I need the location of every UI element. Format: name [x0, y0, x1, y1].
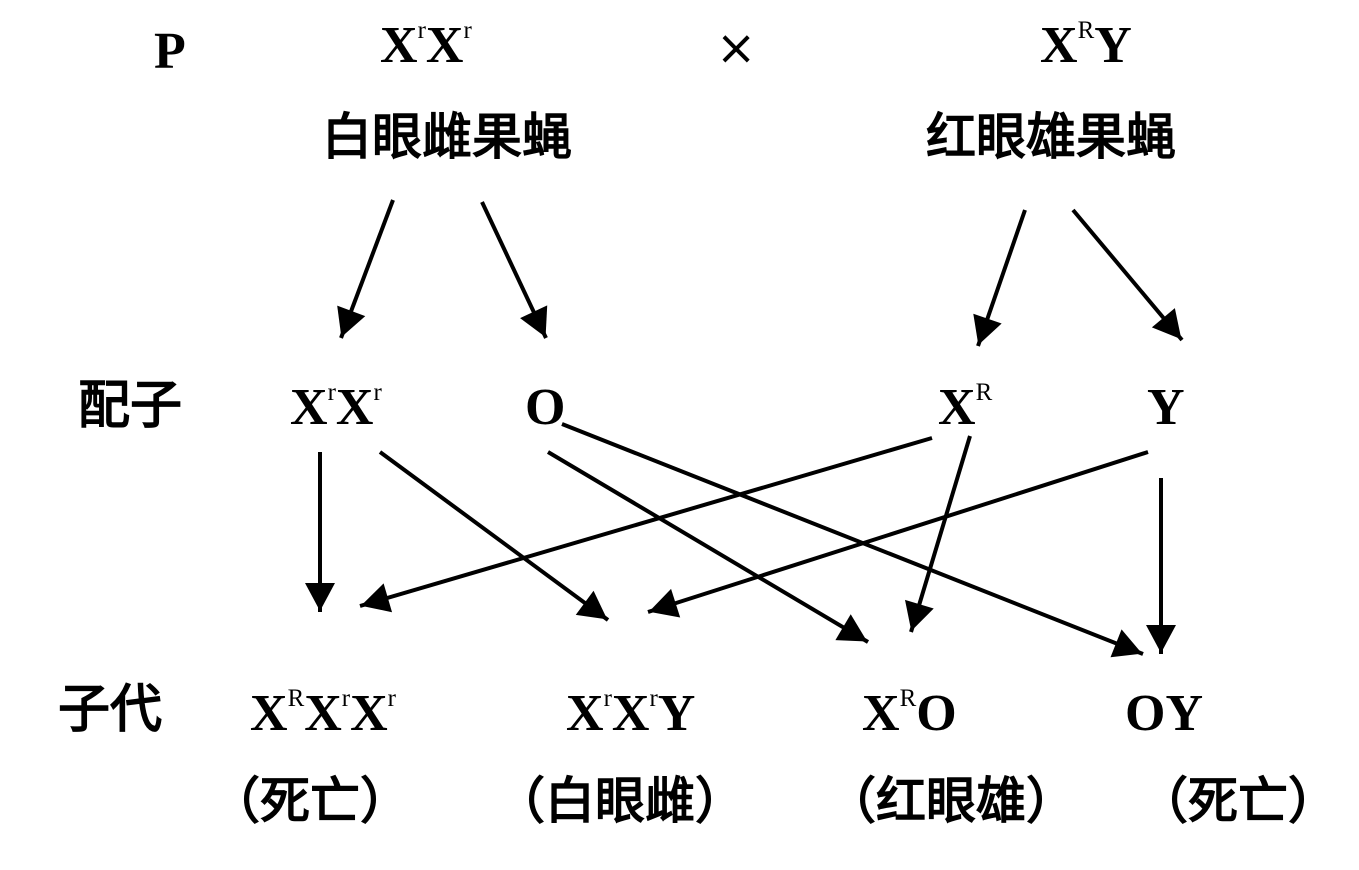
- arrow-gametes-female_2-to-offspring-3: [561, 422, 1144, 658]
- allele-superscript: r: [463, 17, 472, 45]
- allele-base: Y: [1165, 685, 1204, 742]
- generation-label-gametes: 配子: [78, 375, 183, 436]
- allele-base: X: [611, 685, 650, 742]
- allele-base: X: [380, 17, 418, 74]
- allele-superscript: r: [387, 685, 396, 713]
- generation-label-offspring: 子代: [58, 679, 163, 740]
- allele-superscript: R: [975, 379, 993, 407]
- allele-base: O: [1125, 685, 1166, 742]
- offspring-note-3: （红眼雄）: [826, 771, 1076, 830]
- arrow-parents-male-to-gametes-male_2: [1071, 208, 1184, 342]
- gamete-female-2: O: [525, 382, 565, 434]
- allele-base: Y: [1147, 379, 1185, 436]
- allele-base: O: [916, 685, 957, 742]
- allele-base: X: [350, 685, 388, 742]
- allele-base: X: [425, 17, 464, 74]
- male-parent-genotype: XRY: [1040, 17, 1132, 74]
- allele-base: O: [525, 379, 566, 436]
- arrow-gametes-male_2-to-offspring-1: [647, 450, 1149, 618]
- allele-base: Y: [657, 685, 696, 742]
- offspring-genotype-2: XrXrY: [566, 685, 696, 742]
- arrow-parents-male-to-gametes-male_1: [973, 209, 1027, 347]
- allele-base: X: [335, 379, 374, 436]
- arrow-parents-female-to-gametes-female_1: [337, 199, 395, 339]
- offspring-genotype-1: XRXrXr: [250, 685, 396, 742]
- arrow-parents-female-to-gametes-female_2: [480, 201, 548, 339]
- offspring-note-2: （白眼雌）: [495, 771, 745, 830]
- male-parent-phenotype: 红眼雄果蝇: [926, 107, 1176, 166]
- allele-superscript: r: [373, 379, 382, 407]
- allele-base: Y: [1094, 17, 1132, 74]
- gamete-male-1: XR: [938, 379, 993, 436]
- gamete-male-2: Y: [1147, 382, 1185, 434]
- offspring-note-4: （死亡）: [1138, 771, 1338, 830]
- allele-superscript: r: [327, 379, 336, 407]
- allele-superscript: r: [649, 685, 658, 713]
- offspring-genotype-4: OY: [1125, 688, 1203, 740]
- arrow-gametes-male_1-to-offspring-2: [904, 435, 972, 633]
- allele-superscript: r: [603, 685, 612, 713]
- allele-superscript: R: [1077, 17, 1095, 45]
- allele-superscript: R: [287, 685, 305, 713]
- allele-superscript: R: [899, 685, 917, 713]
- allele-base: X: [304, 685, 342, 742]
- offspring-genotype-3: XRO: [862, 685, 957, 742]
- allele-base: X: [566, 685, 604, 742]
- arrow-gametes-male_1-to-offspring-0: [359, 436, 933, 613]
- arrow-gametes-female_1-to-offspring-1: [378, 450, 610, 622]
- arrow-gametes-female_2-to-offspring-2: [546, 450, 870, 644]
- allele-superscript: r: [341, 685, 351, 713]
- allele-base: X: [1040, 17, 1078, 74]
- allele-base: X: [290, 379, 328, 436]
- generation-label-p: P: [154, 23, 186, 80]
- allele-base: X: [862, 685, 900, 742]
- allele-base: X: [938, 379, 976, 436]
- allele-base: X: [250, 685, 288, 742]
- female-parent-phenotype: 白眼雌果蝇: [322, 107, 572, 166]
- cross-symbol: ×: [716, 20, 757, 76]
- gamete-female-1: XrXr: [290, 379, 382, 436]
- allele-superscript: r: [417, 17, 426, 45]
- offspring-note-1: （死亡）: [210, 771, 410, 830]
- female-parent-genotype: XrXr: [380, 17, 472, 74]
